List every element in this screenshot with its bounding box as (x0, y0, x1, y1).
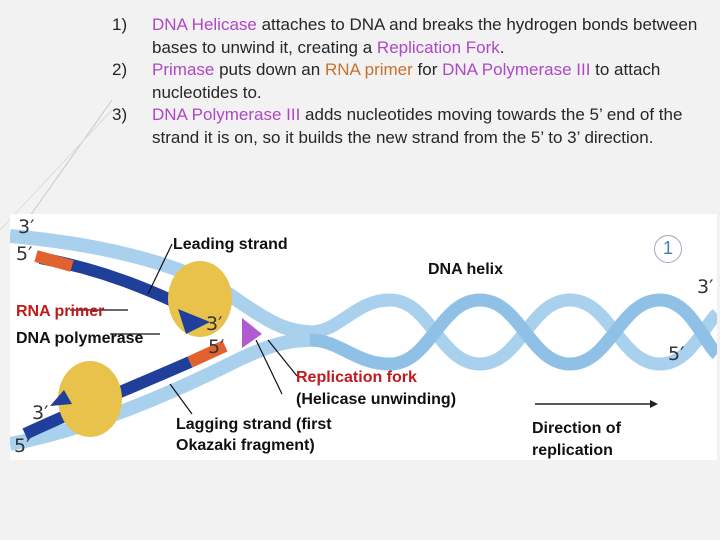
term-helicase: Helicase (301, 391, 366, 408)
end-label: 5′ (14, 435, 30, 457)
end-label: 5′ (16, 243, 32, 265)
label-leading-strand: Leading strand (173, 236, 288, 254)
term-okazaki: Okazaki fragment (176, 437, 309, 454)
step-text-part: for (413, 60, 442, 79)
label-replication: replication (532, 442, 613, 460)
term-replication-fork: Replication Fork (377, 38, 500, 57)
slide-decoration (0, 0, 120, 230)
step-text-part: puts down an (214, 60, 325, 79)
end-label: 3′ (697, 276, 713, 298)
term-rna-primer: RNA primer (325, 60, 413, 79)
label-rna-primer: RNA primer (16, 303, 104, 321)
term-dna-polymerase-iii: DNA Polymerase III (152, 105, 300, 124)
end-label: 3′ (18, 216, 34, 238)
label-direction: Direction of (532, 420, 621, 438)
term-primase: Primase (152, 60, 214, 79)
step-text: Primase puts down an RNA primer for DNA … (152, 59, 712, 104)
instruction-list: 1) DNA Helicase attaches to DNA and brea… (112, 14, 712, 149)
end-label: 5′ (208, 336, 224, 358)
label-helicase-unwinding: (Helicase unwinding) (296, 391, 456, 409)
label-dna-helix: DNA helix (428, 261, 503, 279)
step-text: DNA Polymerase III adds nucleotides movi… (152, 104, 712, 149)
end-label: 3′ (32, 402, 48, 424)
label-lagging-strand: Lagging strand (first (176, 416, 332, 434)
end-label: 5′ (668, 343, 684, 365)
direction-arrowhead-icon (650, 400, 658, 408)
step-3: 3) DNA Polymerase III adds nucleotides m… (112, 104, 712, 149)
step-badge: 1 (654, 235, 682, 263)
term-dna-polymerase-iii: DNA Polymerase III (442, 60, 590, 79)
end-label: 3′ (206, 313, 222, 335)
term-helicase: DNA Helicase (152, 15, 257, 34)
step-text: DNA Helicase attaches to DNA and breaks … (152, 14, 712, 59)
label-dna-polymerase: DNA polymerase (16, 330, 143, 348)
label-okazaki: Okazaki fragment) (176, 437, 315, 455)
step-text-part: . (500, 38, 505, 57)
step-1: 1) DNA Helicase attaches to DNA and brea… (112, 14, 712, 59)
label-part: unwinding) (366, 391, 456, 408)
label-replication-fork: Replication fork (296, 369, 417, 387)
step-2: 2) Primase puts down an RNA primer for D… (112, 59, 712, 104)
paren: ) (309, 437, 314, 454)
